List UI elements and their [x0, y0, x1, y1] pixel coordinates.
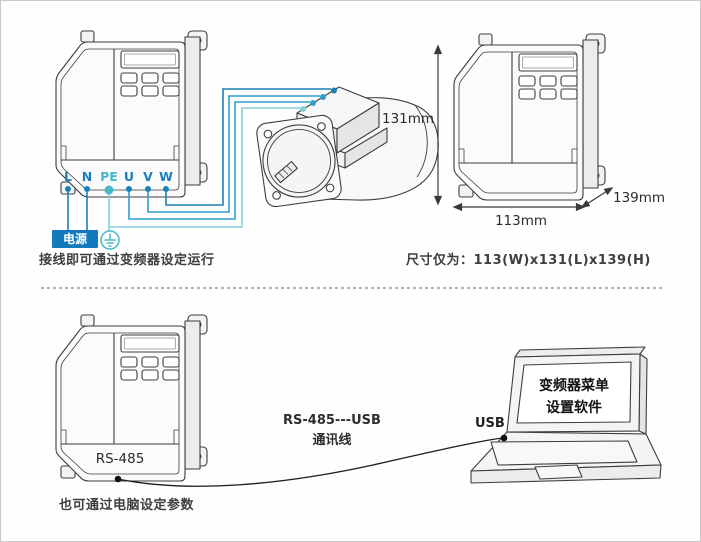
motor-wire-pe [109, 107, 300, 228]
dimension-diagram [433, 33, 614, 212]
cable-dot-laptop [500, 434, 508, 442]
cable-label-line1: RS-485---USB [283, 413, 381, 428]
motor-drawing [256, 86, 439, 208]
cable-label: RS-485---USB 通讯线 [266, 411, 398, 451]
motor-wire-w [165, 88, 331, 206]
usb-cable [117, 437, 503, 487]
wiring-diagram [55, 30, 439, 250]
terminal-label-l: L [64, 169, 72, 184]
pc-setup-diagram [55, 314, 662, 487]
terminal-label-pe: PE [100, 169, 118, 184]
cable-label-line2: 通讯线 [312, 433, 352, 448]
wires [67, 88, 331, 231]
rs485-port-label: RS-485 [95, 451, 145, 467]
ground-icon [100, 230, 120, 250]
laptop-screen-line1: 变频器菜单 [539, 378, 609, 394]
cable-dot-inverter [114, 475, 122, 483]
dimension-arrow-height [433, 44, 443, 206]
dim-height-label: 131mm [382, 111, 435, 127]
dimension-arrow-width [452, 202, 586, 212]
terminal-label-w: W [159, 169, 173, 184]
laptop-drawing [470, 346, 662, 484]
terminal-dots [65, 185, 169, 195]
motor-wire-v [147, 95, 320, 213]
terminal-label-v: V [143, 169, 153, 184]
dimension-arrow-depth [580, 187, 614, 208]
terminal-label-n: N [81, 169, 93, 184]
terminal-label-u: U [123, 169, 135, 184]
dimensions-caption: 尺寸仅为：113(W)x131(L)x139(H) [406, 253, 651, 268]
laptop-screen-text: 变频器菜单 设置软件 [521, 375, 627, 419]
power-label: 电源 [52, 230, 98, 248]
pc-caption: 也可通过电脑设定参数 [59, 498, 195, 513]
motor-wire-u [128, 101, 310, 220]
inverter-2 [453, 33, 606, 201]
dim-width-label: 113mm [494, 213, 548, 229]
section-divider [41, 287, 663, 289]
usb-label: USB [475, 416, 505, 431]
dim-depth-label: 139mm [613, 190, 666, 206]
laptop-screen-line2: 设置软件 [546, 400, 602, 416]
wiring-caption: 接线即可通过变频器设定运行 [39, 253, 215, 268]
